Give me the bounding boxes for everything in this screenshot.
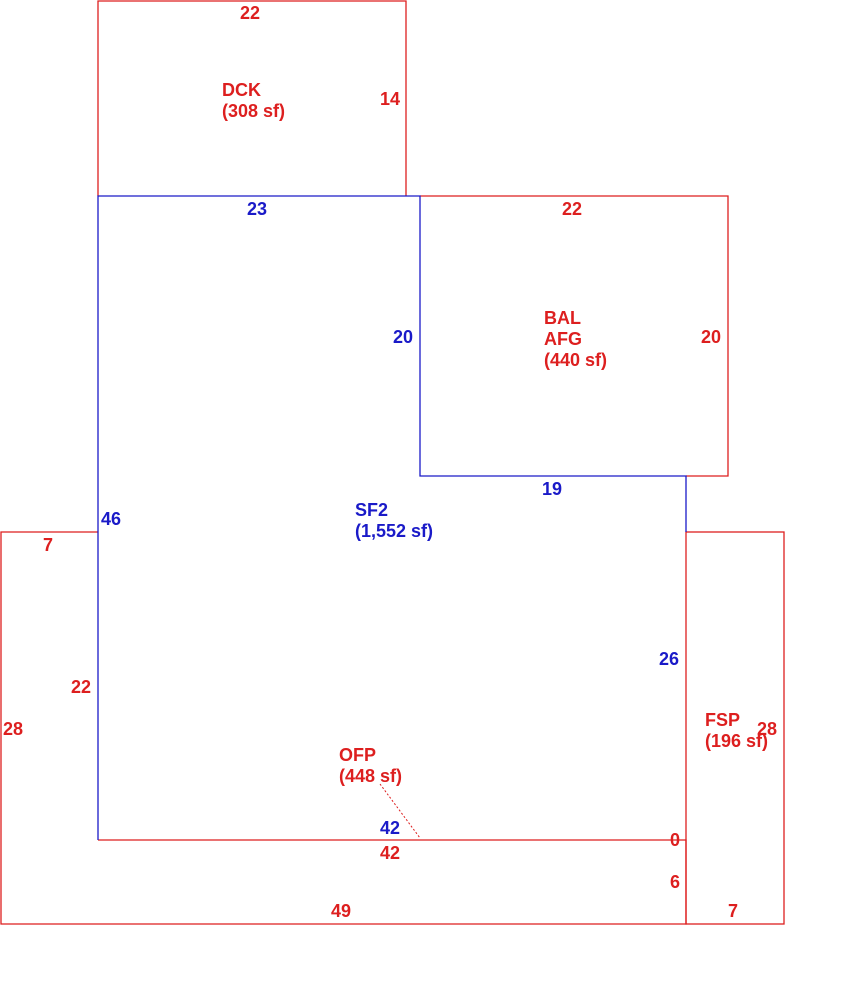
sf2-outline xyxy=(97,195,687,840)
dim-sf2-top: 23 xyxy=(247,199,267,219)
dim-ofp-left-top: 7 xyxy=(43,535,53,555)
bal-area-label: (440 sf) xyxy=(544,350,607,370)
dim-ofp-bottom-inner: 42 xyxy=(380,843,400,863)
dim-sf2-bottom: 42 xyxy=(380,818,400,838)
bal-code2-label: AFG xyxy=(544,329,582,349)
dim-ofp-left-outer: 28 xyxy=(3,719,23,739)
ofp-outline xyxy=(0,531,687,925)
fsp-code-label: FSP xyxy=(705,710,740,730)
dim-ofp-right: 6 xyxy=(670,872,680,892)
dim-fsp-right: 28 xyxy=(757,719,777,739)
dim-sf2-step: 20 xyxy=(393,327,413,347)
dim-bal-bottom: 19 xyxy=(542,479,562,499)
dim-dck-right: 14 xyxy=(380,89,400,109)
fsp-area-label: (196 sf) xyxy=(705,731,768,751)
bal-outline xyxy=(420,195,729,477)
ofp-leader-line xyxy=(379,783,421,839)
dim-dck-top: 22 xyxy=(240,3,260,23)
dim-ofp-bottom: 49 xyxy=(331,901,351,921)
dck-code-label: DCK xyxy=(222,80,261,100)
dim-ofp-left-inner: 22 xyxy=(71,677,91,697)
sf2-code-label: SF2 xyxy=(355,500,388,520)
ofp-area-label: (448 sf) xyxy=(339,766,402,786)
dim-bal-top: 22 xyxy=(562,199,582,219)
dim-sf2-left: 46 xyxy=(101,509,121,529)
dim-fsp-bottom: 7 xyxy=(728,901,738,921)
sf2-area-label: (1,552 sf) xyxy=(355,521,433,541)
bal-code-label: BAL xyxy=(544,308,581,328)
dim-ofp-zero: 0 xyxy=(670,830,680,850)
dck-outline xyxy=(97,0,407,196)
dck-area-label: (308 sf) xyxy=(222,101,285,121)
dim-bal-right: 20 xyxy=(701,327,721,347)
fsp-outline xyxy=(685,531,785,925)
ofp-code-label: OFP xyxy=(339,745,376,765)
dim-sf2-right: 26 xyxy=(659,649,679,669)
